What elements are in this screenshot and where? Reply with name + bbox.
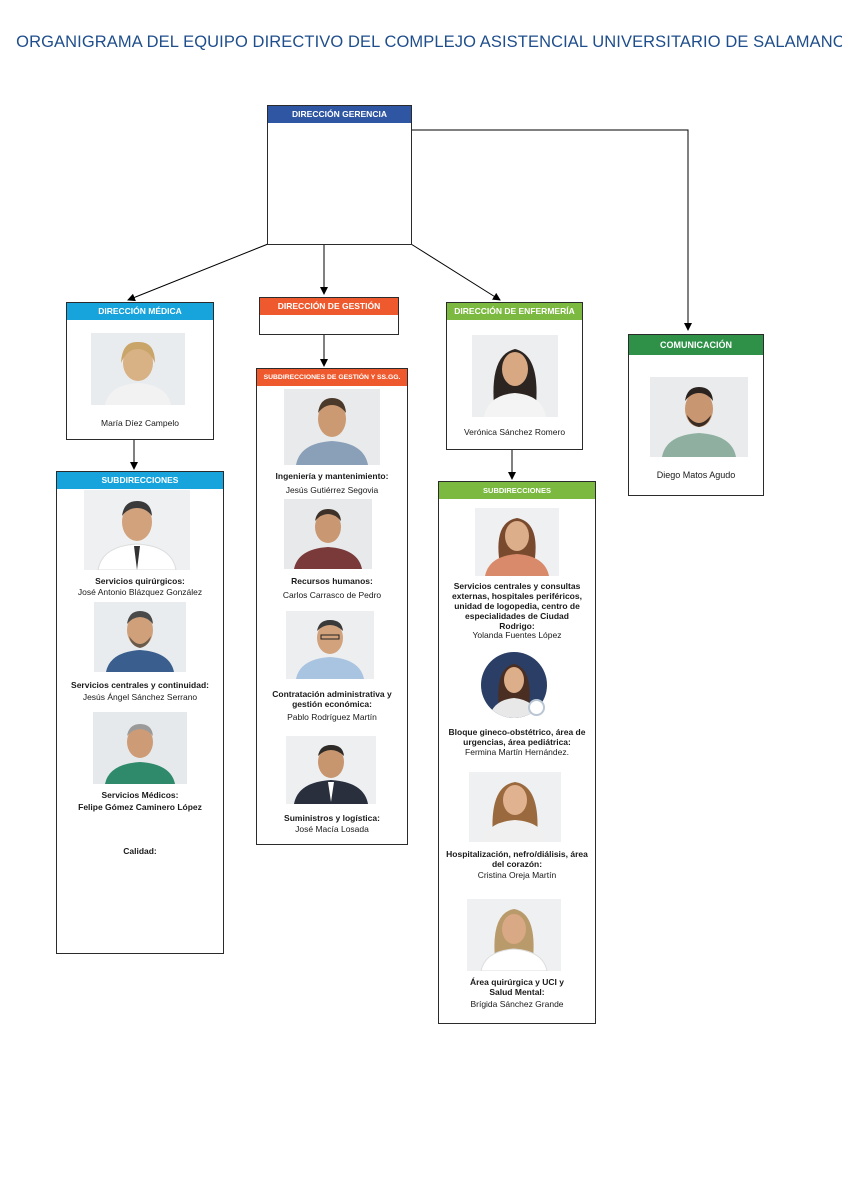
subdireccion-role: Servicios centrales y continuidad: bbox=[71, 680, 209, 690]
director-medica-name: María Díez Campelo bbox=[101, 418, 179, 428]
subdirector-photo bbox=[286, 736, 376, 804]
subdirector-photo bbox=[94, 602, 186, 672]
subdireccion-person: Carlos Carrasco de Pedro bbox=[282, 590, 382, 600]
subdireccion-role: Contratación administrativa y gestión ec… bbox=[272, 689, 392, 709]
direccion-enfermeria-header: DIRECCIÓN DE ENFERMERÍA bbox=[447, 303, 582, 320]
subdireccion-person: Felipe Gómez Caminero López bbox=[78, 802, 202, 812]
subdirector-photo bbox=[467, 899, 561, 971]
comunicacion-photo bbox=[650, 377, 748, 457]
comunicacion-name: Diego Matos Agudo bbox=[656, 470, 736, 480]
direccion-gerencia-header: DIRECCIÓN GERENCIA bbox=[268, 106, 411, 123]
direccion-gestion-header: DIRECCIÓN DE GESTIÓN bbox=[260, 298, 398, 315]
subdireccion-person: Jesús Ángel Sánchez Serrano bbox=[82, 692, 198, 702]
subdireccion-role: Servicios quirúrgicos: bbox=[95, 576, 185, 586]
page-title: ORGANIGRAMA DEL EQUIPO DIRECTIVO DEL COM… bbox=[16, 33, 842, 51]
subdirector-photo bbox=[469, 772, 561, 842]
subdireccion-role: Calidad: bbox=[123, 846, 157, 856]
subdirecciones-medica-header: SUBDIRECCIONES bbox=[57, 472, 223, 489]
subdireccion-role: Recursos humanos: bbox=[291, 576, 373, 586]
subdirector-photo bbox=[284, 389, 380, 465]
direccion-gestion-box: DIRECCIÓN DE GESTIÓN bbox=[259, 297, 399, 335]
subdireccion-person: Jesús Gutiérrez Segovia bbox=[285, 485, 379, 495]
status-badge bbox=[528, 699, 545, 716]
subdirecciones-enfermeria-header: SUBDIRECCIONES bbox=[439, 482, 595, 499]
subdireccion-person: José Macía Losada bbox=[295, 824, 369, 834]
director-enfermeria-name: Verónica Sánchez Romero bbox=[463, 427, 566, 437]
direccion-enfermeria-box: DIRECCIÓN DE ENFERMERÍA Verónica Sánchez… bbox=[446, 302, 583, 450]
subdirector-photo bbox=[284, 499, 372, 569]
direccion-gerencia-box: DIRECCIÓN GERENCIA bbox=[267, 105, 412, 245]
subdireccion-role: Área quirúrgica y UCI y Salud Mental: bbox=[469, 977, 564, 997]
arrow-gerencia-to-comunicacion bbox=[411, 129, 692, 331]
direccion-medica-box: DIRECCIÓN MÉDICA María Díez Campelo bbox=[66, 302, 214, 440]
subdireccion-person: José Antonio Blázquez González bbox=[77, 587, 203, 597]
subdirector-photo bbox=[286, 611, 374, 679]
arrow-gerencia-to-enfermeria bbox=[410, 243, 501, 301]
subdirecciones-medica-box: SUBDIRECCIONES Servicios quirúrgicos: Jo… bbox=[56, 471, 224, 954]
arrow-gerencia-to-medica bbox=[127, 243, 269, 302]
subdireccion-role: Servicios Médicos: bbox=[101, 790, 179, 800]
subdireccion-person: Yolanda Fuentes López bbox=[472, 630, 562, 640]
subdireccion-role: Ingeniería y mantenimiento: bbox=[275, 471, 389, 481]
subdireccion-person: Pablo Rodríguez Martín bbox=[287, 712, 377, 722]
subdireccion-role: Hospitalización, nefro/diálisis, área de… bbox=[446, 849, 588, 869]
comunicacion-box: COMUNICACIÓN Diego Matos Agudo bbox=[628, 334, 764, 496]
subdirecciones-enfermeria-box: SUBDIRECCIONES Servicios centrales y con… bbox=[438, 481, 596, 1024]
subdirector-photo bbox=[475, 508, 559, 576]
direccion-medica-header: DIRECCIÓN MÉDICA bbox=[67, 303, 213, 320]
subdireccion-person: Fermina Martín Hernández. bbox=[465, 747, 569, 757]
subdirecciones-gestion-box: SUBDIRECCIONES DE GESTIÓN Y SS.GG. Ingen… bbox=[256, 368, 408, 845]
comunicacion-header: COMUNICACIÓN bbox=[629, 335, 763, 355]
subdirecciones-gestion-header: SUBDIRECCIONES DE GESTIÓN Y SS.GG. bbox=[257, 369, 407, 386]
subdirector-photo bbox=[84, 490, 190, 570]
director-medica-photo bbox=[91, 333, 185, 405]
director-enfermeria-photo bbox=[472, 335, 558, 417]
subdirector-photo bbox=[93, 712, 187, 784]
subdireccion-role: Bloque gineco-obstétrico, área de urgenc… bbox=[448, 727, 586, 747]
subdireccion-role: Suministros y logística: bbox=[284, 813, 380, 823]
subdireccion-role: Servicios centrales y consultas externas… bbox=[452, 581, 582, 631]
subdireccion-person: Cristina Oreja Martín bbox=[477, 870, 557, 880]
subdireccion-person: Brígida Sánchez Grande bbox=[470, 999, 564, 1009]
